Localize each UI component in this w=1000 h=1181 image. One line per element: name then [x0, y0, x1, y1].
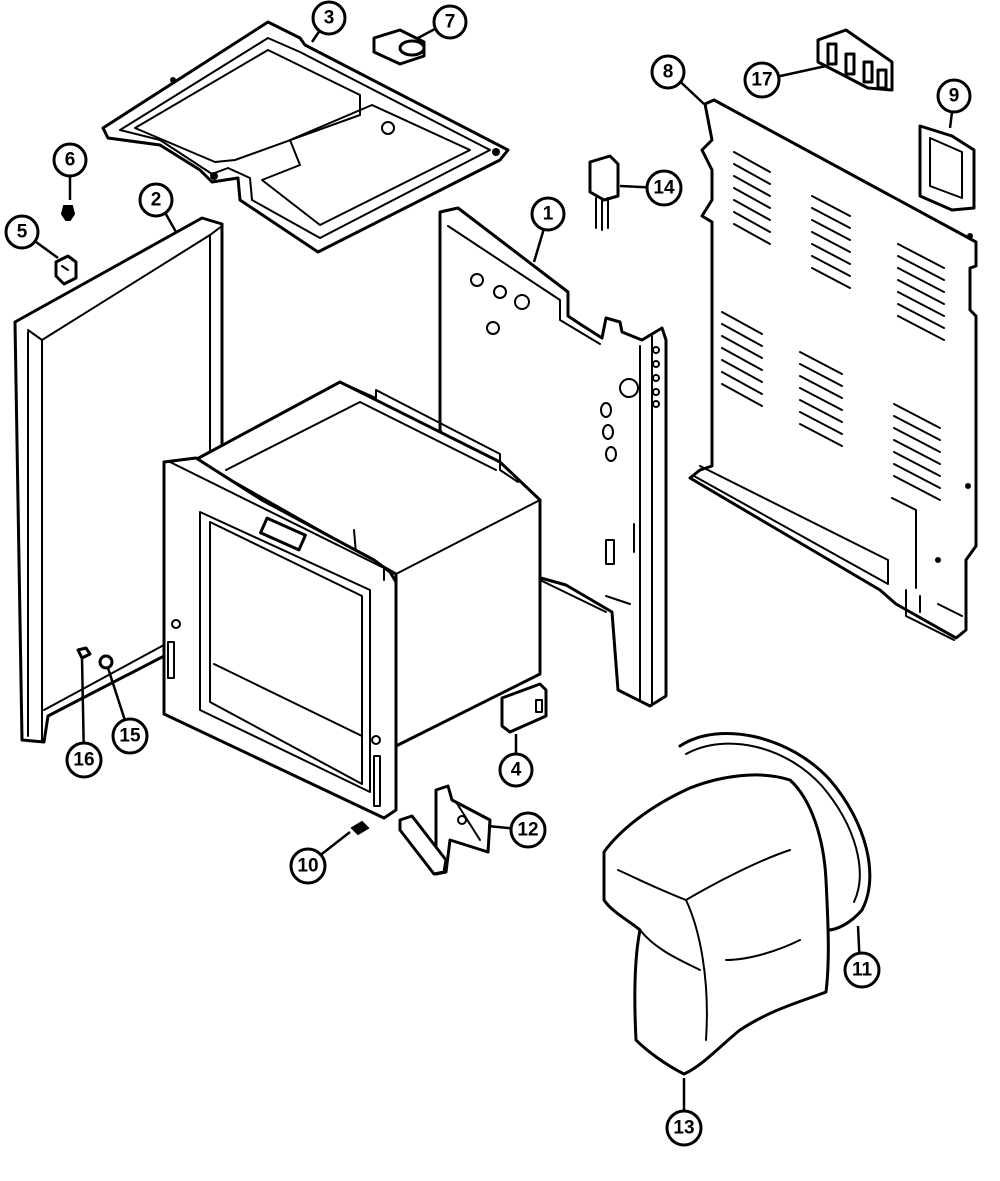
- callout-label: 14: [653, 178, 675, 199]
- callout-7: 7: [432, 4, 468, 40]
- part-rear-frame: [438, 206, 668, 708]
- callout-label: 10: [297, 856, 318, 877]
- callout-label: 5: [17, 222, 28, 243]
- callout-10: 10: [289, 847, 327, 885]
- part-element: [678, 732, 872, 932]
- part-insulation: [602, 773, 830, 1076]
- part-hinge: [398, 784, 492, 876]
- callout-8: 8: [650, 54, 686, 90]
- callout-label: 11: [852, 960, 873, 981]
- callout-label: 8: [663, 62, 674, 83]
- callout-label: 15: [119, 726, 141, 747]
- callout-label: 1: [543, 204, 554, 225]
- callout-label: 13: [673, 1118, 694, 1139]
- part-terminal-block: [816, 28, 894, 92]
- callout-5: 5: [4, 214, 40, 250]
- part-screw-10: [350, 820, 370, 836]
- callout-2: 2: [138, 182, 174, 218]
- part-small-bracket: [500, 682, 548, 734]
- part-screw: [60, 205, 76, 221]
- callout-label: 16: [73, 750, 94, 771]
- callout-4: 4: [498, 752, 534, 788]
- callout-17: 17: [743, 61, 781, 99]
- rear-panel-vents: [721, 151, 945, 501]
- callout-14: 14: [645, 169, 683, 207]
- part-front-frame: [162, 456, 398, 820]
- callout-label: 17: [751, 70, 772, 91]
- callout-12: 12: [509, 811, 547, 849]
- callout-6: 6: [52, 142, 88, 178]
- callout-label: 7: [445, 12, 456, 33]
- callout-label: 12: [517, 820, 538, 841]
- part-cap: [372, 28, 426, 66]
- part-bracket: [918, 124, 976, 212]
- callout-13: 13: [665, 1109, 703, 1147]
- callout-3: 3: [311, 0, 347, 36]
- callout-16: 16: [65, 741, 103, 779]
- callout-label: 2: [151, 190, 162, 211]
- part-rear-panel: [688, 98, 978, 641]
- callout-9: 9: [936, 78, 972, 114]
- callout-1: 1: [530, 196, 566, 232]
- callout-11: 11: [843, 951, 881, 989]
- callout-label: 4: [511, 760, 522, 781]
- callout-15: 15: [111, 717, 149, 755]
- part-top-panel: [101, 20, 510, 254]
- callout-label: 3: [324, 8, 335, 29]
- part-switch: [588, 154, 620, 231]
- callout-label: 6: [65, 150, 76, 171]
- callout-label: 9: [949, 86, 960, 107]
- part-fasteners: [76, 646, 114, 670]
- part-clip: [54, 254, 78, 286]
